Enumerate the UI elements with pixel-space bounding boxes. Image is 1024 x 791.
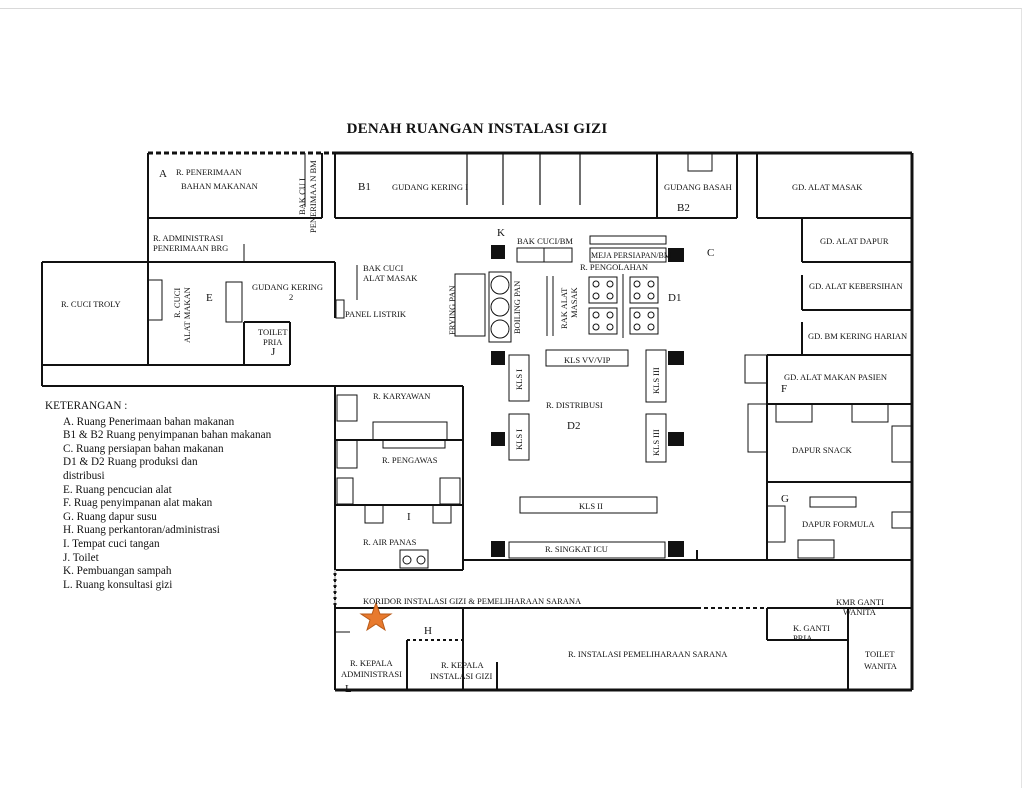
- area-letter-b1: B1: [358, 181, 371, 193]
- label-singkat-icu: R. SINGKAT ICU: [545, 544, 608, 554]
- area-letter-d1: D1: [668, 292, 681, 304]
- label-distribusi: R. DISTRIBUSI: [546, 400, 603, 410]
- label-gudang-kering-1: GUDANG KERING I: [392, 182, 468, 192]
- legend-item: J. Toilet: [63, 551, 99, 564]
- label-air-panas: R. AIR PANAS: [363, 537, 417, 547]
- label-gd-alat-masak: GD. ALAT MASAK: [792, 182, 863, 192]
- location-star-icon: [359, 601, 393, 632]
- area-letter-a: A: [159, 168, 167, 180]
- area-letter-b2: B2: [677, 202, 690, 214]
- label-kepala-adm-2: ADMINISTRASI: [341, 669, 402, 679]
- plan-title: DENAH RUANGAN INSTALASI GIZI: [346, 121, 608, 137]
- label-kls-iii-bottom: KLS III: [651, 429, 661, 456]
- area-letter-f: F: [781, 383, 787, 395]
- label-cuci-alat-makan-2: ALAT MAKAN: [182, 287, 192, 343]
- label-meja-persiapan: MEJA PERSIAPAN/BM: [591, 251, 671, 260]
- label-gd-alat-kebersihan: GD. ALAT KEBERSIHAN: [809, 281, 903, 291]
- label-kls-vip: KLS VV/VIP: [564, 355, 611, 365]
- legend-item: F. Ruag penyimpanan alat makan: [63, 497, 213, 510]
- label-toilet-wanita-1: TOILET: [865, 649, 895, 659]
- legend-item: E. Ruang pencucian alat: [63, 483, 172, 496]
- legend-item: K. Pembuangan sampah: [63, 565, 172, 578]
- label-adm-penerimaan-2: PENERIMAAN BRG: [153, 243, 228, 253]
- label-koridor: KORIDOR INSTALASI GIZI & PEMELIHARAAN SA…: [363, 596, 582, 606]
- area-letter-h: H: [424, 625, 432, 637]
- label-kmr-ganti-wanita-2: WANITA: [843, 607, 877, 617]
- label-bak-cuci-bm: BAK CUCI/BM: [517, 236, 573, 246]
- page-border: [0, 8, 1022, 788]
- label-gd-alat-makan: GD. ALAT MAKAN PASIEN: [784, 372, 887, 382]
- label-k-ganti-pria-1: K. GANTI: [793, 623, 830, 633]
- label-frying-pan: FRYING PAN: [447, 285, 457, 335]
- legend-item: D1 & D2 Ruang produksi dan: [63, 456, 198, 469]
- legend-item: B1 & B2 Ruang penyimpanan bahan makanan: [63, 429, 272, 442]
- label-gudang-kering-2a: GUDANG KERING: [252, 282, 323, 292]
- label-kepala-gizi-1: R. KEPALA: [441, 660, 485, 670]
- label-dapur-snack: DAPUR SNACK: [792, 445, 853, 455]
- label-bak-cuci-alat-1: BAK CUCI: [363, 263, 404, 273]
- label-bak-cuci-alat-2: ALAT MASAK: [363, 273, 418, 283]
- label-kmr-ganti-wanita-1: KMR GANTI: [836, 597, 884, 607]
- legend-item: I. Tempat cuci tangan: [63, 537, 160, 550]
- label-bak-cuci-penerimaan-1: BAK CU I: [297, 178, 307, 215]
- label-kls-ii: KLS II: [579, 501, 603, 511]
- legend-item: A. Ruang Penerimaan bahan makanan: [63, 415, 235, 428]
- label-toilet-pria-1: TOILET: [258, 327, 288, 337]
- legend-item: L. Ruang konsultasi gizi: [63, 578, 173, 591]
- legend: KETERANGAN : A. Ruang Penerimaan bahan m…: [45, 400, 315, 592]
- legend-item: C. Ruang persiapan bahan makanan: [63, 442, 224, 455]
- label-adm-penerimaan-1: R. ADMINISTRASI: [153, 233, 224, 243]
- label-gd-alat-dapur: GD. ALAT DAPUR: [820, 236, 889, 246]
- label-rak-alat-masak-1: RAK ALAT: [559, 287, 569, 329]
- label-penerimaan-1: R. PENERIMAAN: [176, 167, 242, 177]
- legend-item: G. Ruang dapur susu: [63, 510, 157, 523]
- legend-heading: KETERANGAN :: [45, 400, 128, 412]
- label-toilet-wanita-2: WANITA: [864, 661, 898, 671]
- area-letter-e: E: [206, 292, 213, 304]
- label-cuci-troly: R. CUCI TROLY: [61, 299, 121, 309]
- label-karyawan: R. KARYAWAN: [373, 391, 430, 401]
- area-letter-g: G: [781, 493, 789, 505]
- area-letter-j: J: [271, 346, 276, 358]
- legend-item: distribusi: [63, 469, 105, 482]
- label-boiling-pan: BOILING PAN: [512, 281, 522, 334]
- label-pengawas: R. PENGAWAS: [382, 455, 438, 465]
- area-letter-d2: D2: [567, 420, 580, 432]
- label-kls-i-top: KLS I: [514, 369, 524, 390]
- label-kepala-gizi-2: INSTALASI GIZI: [430, 671, 493, 681]
- label-gudang-basah: GUDANG BASAH: [664, 182, 732, 192]
- label-dapur-formula: DAPUR FORMULA: [802, 519, 875, 529]
- area-letter-i: I: [407, 511, 411, 523]
- label-kls-iii-top: KLS III: [651, 367, 661, 394]
- label-cuci-alat-makan-1: R. CUCI: [172, 288, 182, 318]
- label-pengolahan: R. PENGOLAHAN: [580, 262, 648, 272]
- label-gudang-kering-2b: 2: [289, 292, 293, 302]
- label-kepala-adm-1: R. KEPALA: [350, 658, 394, 668]
- area-letter-k: K: [497, 227, 505, 239]
- area-letter-c: C: [707, 247, 714, 259]
- label-gd-bm-kering: GD. BM KERING HARIAN: [808, 331, 907, 341]
- label-kls-i-bottom: KLS I: [514, 429, 524, 450]
- label-penerimaan-2: BAHAN MAKANAN: [181, 181, 258, 191]
- label-bak-cuci-penerimaan-2: PENERIMAA N BM: [308, 160, 318, 233]
- label-k-ganti-pria-2: PRIA: [793, 633, 813, 643]
- legend-item: H. Ruang perkantoran/administrasi: [63, 524, 220, 537]
- label-rak-alat-masak-2: MASAK: [569, 286, 579, 318]
- label-toilet-pria-2: PRIA: [263, 337, 283, 347]
- area-letter-l: L: [345, 683, 352, 695]
- label-pemeliharaan: R. INSTALASI PEMELIHARAAN SARANA: [568, 649, 728, 659]
- label-panel-listrik: PANEL LISTRIK: [345, 309, 407, 319]
